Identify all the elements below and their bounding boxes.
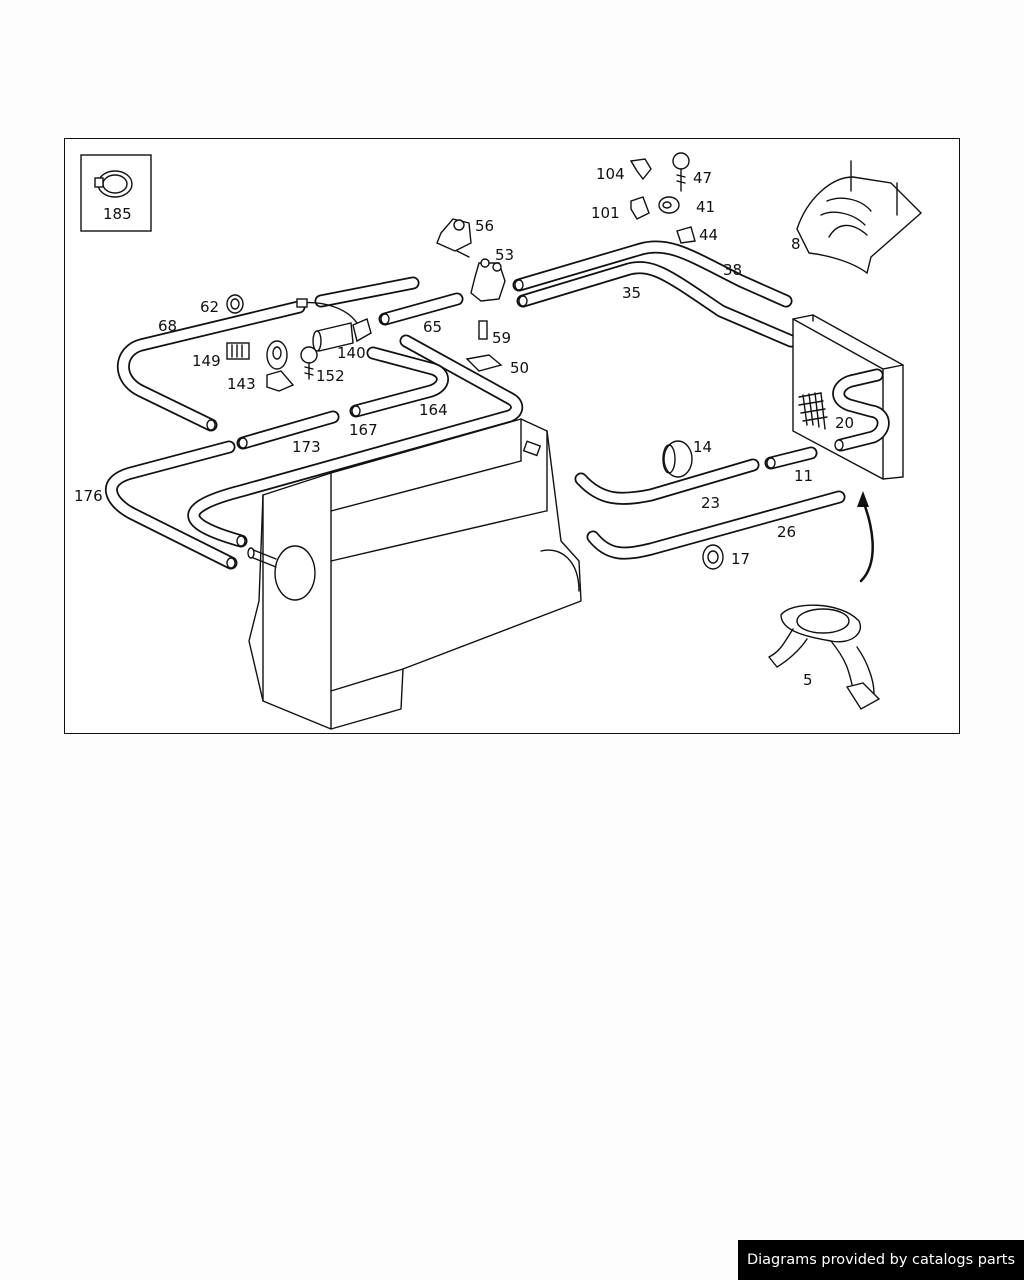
callout-176: 176 bbox=[74, 487, 103, 505]
small-parts bbox=[226, 152, 724, 570]
callout-20: 20 bbox=[835, 414, 854, 432]
callout-11: 11 bbox=[794, 467, 813, 485]
callout-143: 143 bbox=[227, 375, 256, 393]
callout-50: 50 bbox=[510, 359, 529, 377]
callout-41: 41 bbox=[696, 198, 715, 216]
inset-185: 185 bbox=[80, 154, 152, 232]
callout-47: 47 bbox=[693, 169, 712, 187]
callout-53: 53 bbox=[495, 246, 514, 264]
bracket-8 bbox=[796, 160, 923, 275]
callout-101: 101 bbox=[591, 204, 620, 222]
hoses bbox=[104, 240, 846, 570]
parts-diagram: 185 bbox=[64, 138, 960, 734]
callout-8: 8 bbox=[791, 235, 801, 253]
callout-149: 149 bbox=[192, 352, 221, 370]
callout-17: 17 bbox=[731, 550, 750, 568]
callout-65: 65 bbox=[423, 318, 442, 336]
duct-5 bbox=[768, 491, 881, 710]
callout-104: 104 bbox=[596, 165, 625, 183]
callout-62: 62 bbox=[200, 298, 219, 316]
callout-59: 59 bbox=[492, 329, 511, 347]
callout-167: 167 bbox=[349, 421, 378, 439]
callout-23: 23 bbox=[701, 494, 720, 512]
callout-164: 164 bbox=[419, 401, 448, 419]
callout-44: 44 bbox=[699, 226, 718, 244]
callout-26: 26 bbox=[777, 523, 796, 541]
callout-140: 140 bbox=[337, 344, 366, 362]
callout-5: 5 bbox=[803, 671, 813, 689]
callout-173: 173 bbox=[292, 438, 321, 456]
callout-35: 35 bbox=[622, 284, 641, 302]
callout-68: 68 bbox=[158, 317, 177, 335]
callout-185: 185 bbox=[103, 205, 132, 223]
footer-text: Diagrams provided by catalogs parts bbox=[746, 1252, 1016, 1268]
footer-banner: Diagrams provided by catalogs parts bbox=[738, 1240, 1024, 1280]
callout-56: 56 bbox=[475, 217, 494, 235]
callout-14: 14 bbox=[693, 438, 712, 456]
callout-38: 38 bbox=[723, 261, 742, 279]
diagram-drawing: 185 bbox=[74, 152, 923, 730]
engine-block bbox=[247, 418, 582, 730]
callouts: 104 47 101 41 44 8 56 53 38 35 62 68 65 … bbox=[74, 165, 854, 689]
heat-exchanger bbox=[792, 314, 904, 480]
callout-152: 152 bbox=[316, 367, 345, 385]
